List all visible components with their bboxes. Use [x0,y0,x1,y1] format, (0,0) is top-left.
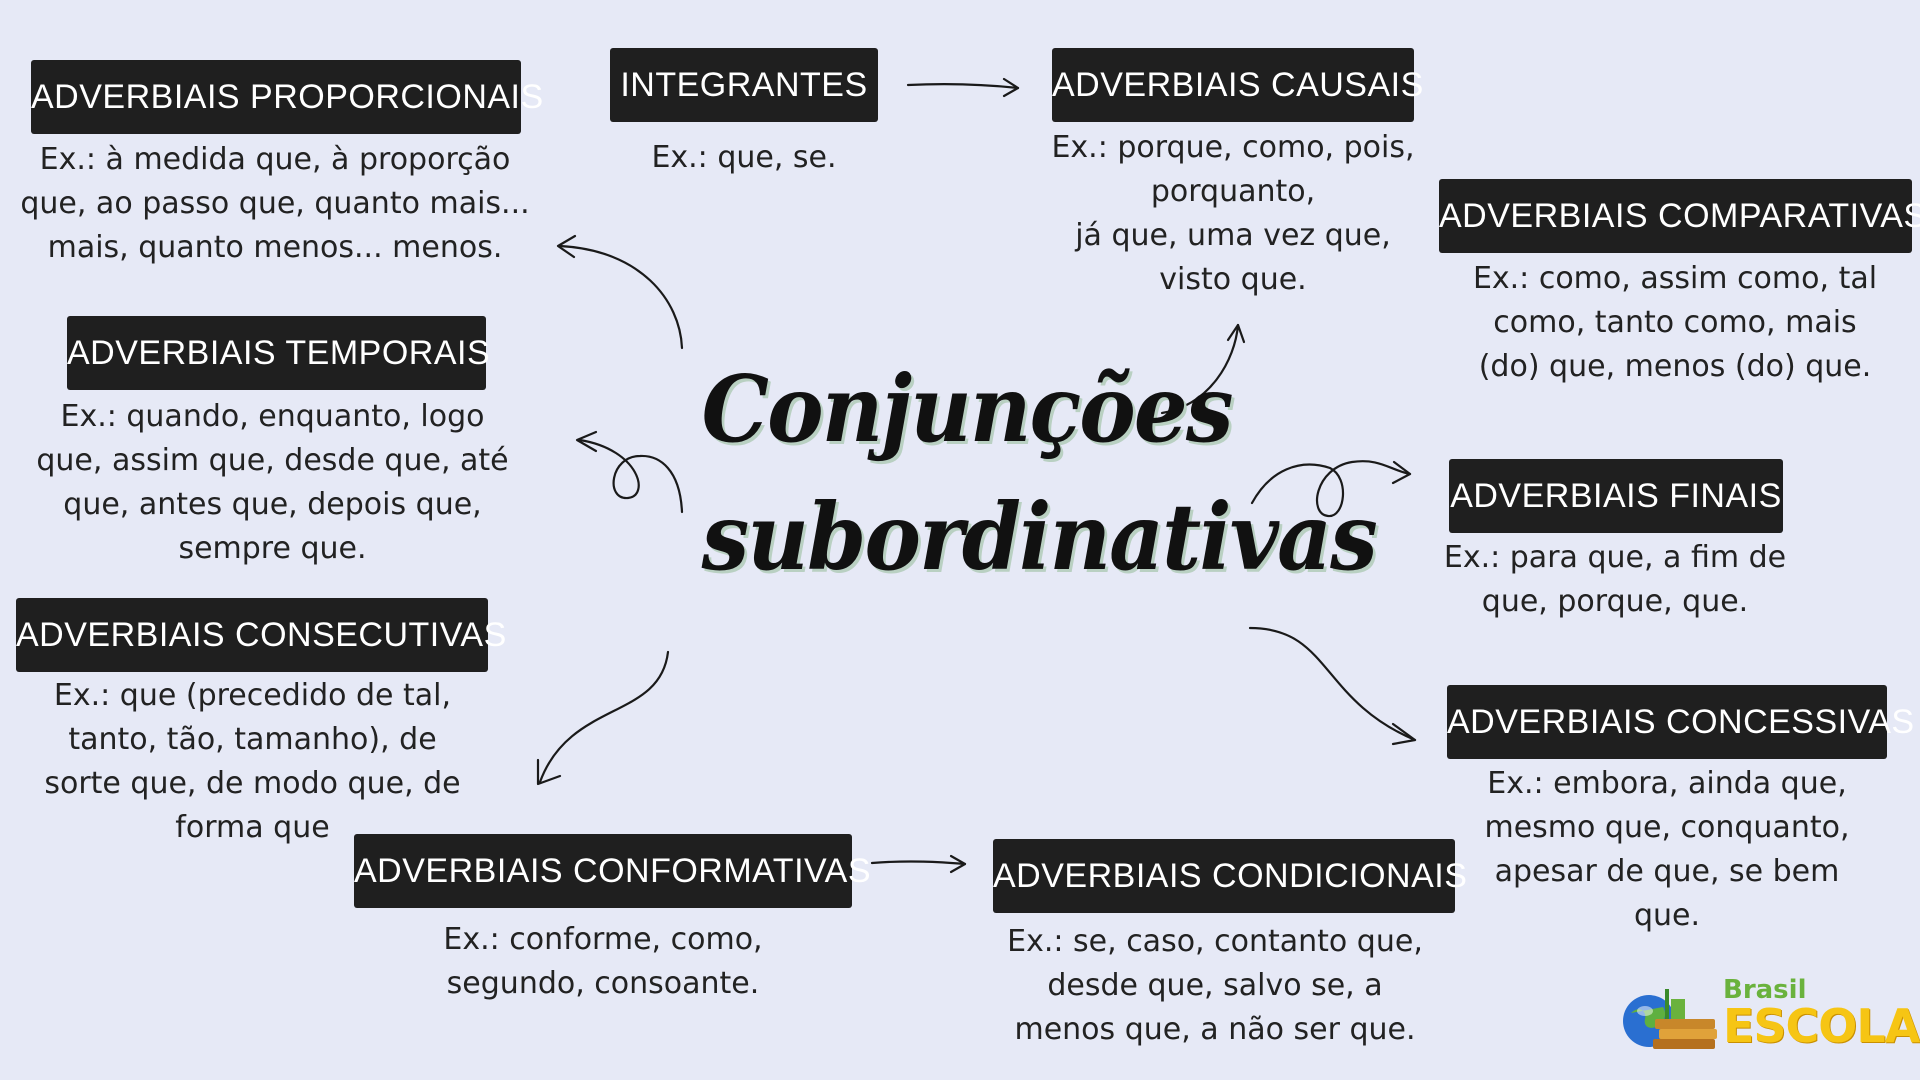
examples-finais: Ex.: para que, a fim de que, porque, que… [1443,540,1787,619]
arrow-to-causais [1160,323,1240,415]
brasil-escola-logo: Brasil ESCOLA [1615,975,1920,1055]
box-conformativas: ADVERBIAIS CONFORMATIVAS [354,834,871,908]
box-consecutivas: ADVERBIAIS CONSECUTIVAS [16,598,506,672]
arrow-to-consecutivas [538,650,670,784]
box-causais: ADVERBIAIS CAUSAIS [1052,48,1423,122]
title-line-2: subordinativas [701,483,1378,591]
examples-conformativas: Ex.: conforme, como, segundo, consoante. [443,922,763,1001]
box-comparativas: ADVERBIAIS COMPARATIVAS [1439,179,1920,253]
examples-condicionais: Ex.: se, caso, contanto que, desde que, … [1007,924,1423,1047]
examples-concessivas: Ex.: embora, ainda que, mesmo que, conqu… [1484,766,1850,933]
examples-temporais: Ex.: quando, enquanto, logo que, assim q… [36,399,509,566]
examples-integrantes: Ex.: que, se. [651,140,837,175]
box-finais: ADVERBIAIS FINAIS [1449,459,1783,533]
logo-text-escola: ESCOLA [1723,999,1920,1053]
arrow-to-concessivas [1248,626,1417,742]
arrow-integrantes-causais [906,83,1020,90]
arrow-to-finais [1250,460,1412,518]
title-line-1: Conjunções [701,355,1234,463]
examples-causais: Ex.: porque, como, pois, porquanto, já q… [1051,130,1415,297]
globe-books-icon [1623,989,1717,1049]
box-concessivas: ADVERBIAIS CONCESSIVAS [1447,685,1914,759]
box-temporais: ADVERBIAIS TEMPORAIS [67,316,490,390]
arrow-to-temporais [578,438,684,514]
box-proporcionais: ADVERBIAIS PROPORCIONAIS [31,60,543,134]
arrow-to-proporcionais [558,244,684,350]
examples-consecutivas: Ex.: que (precedido de tal, tanto, tão, … [44,678,461,845]
arrow-conformativas-condicionais [870,860,967,866]
diagram-title: Conjunções subordinativas [701,345,1378,601]
box-integrantes: INTEGRANTES [610,48,878,122]
examples-comparativas: Ex.: como, assim como, tal como, tanto c… [1472,261,1878,384]
examples-proporcionais: Ex.: à medida que, à proporção que, ao p… [20,142,530,265]
logo-text-brasil: Brasil [1723,975,1807,1005]
box-condicionais: ADVERBIAIS CONDICIONAIS [993,839,1467,913]
